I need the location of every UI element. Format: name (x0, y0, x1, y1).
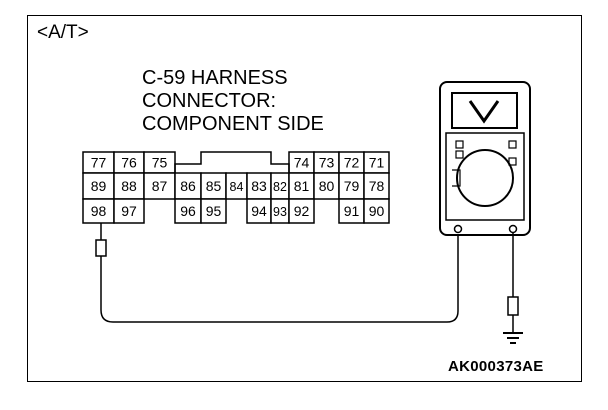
connector-title-line-2: CONNECTOR: (142, 90, 277, 112)
pin-cell (363, 198, 390, 224)
pin-cell (113, 198, 145, 224)
pin-number-label: 93 (273, 205, 287, 219)
voltmeter-v-icon (451, 92, 518, 129)
pin-number-label: 74 (294, 155, 310, 171)
ground-icon (503, 332, 523, 344)
diagram-frame (27, 15, 582, 382)
meter-terminal-v (508, 224, 518, 234)
connector-title-line-3: COMPONENT SIDE (142, 113, 324, 135)
pin-cell (113, 172, 145, 200)
pin-number-label: 79 (344, 178, 360, 194)
pin-cell (363, 172, 390, 200)
pin-number-label: 82 (273, 180, 287, 194)
harness-connector: 77 76 75 74 73 72 71 89 88 87 86 85 84 83 82 81 80 79 78 98… (82, 151, 390, 224)
pin-number-label: 98 (91, 203, 107, 219)
pin-number-label: 78 (369, 178, 385, 194)
pin-number-label: 91 (344, 203, 360, 219)
pin-cell (200, 198, 227, 224)
pin-number-label: 75 (152, 155, 168, 171)
pin-cell (288, 198, 315, 224)
pin-number-label: 86 (180, 178, 196, 194)
pin-cell (288, 172, 315, 200)
part-id-label: AK000373AE (448, 358, 544, 375)
section-tag: <A/T> (37, 22, 89, 43)
probe-lead (95, 223, 459, 323)
pin-number-label: 96 (180, 203, 196, 219)
meter-terminal-com (453, 224, 463, 234)
pin-number-label: 87 (152, 178, 168, 194)
pin-cell (246, 172, 272, 200)
pin-number-label: 71 (369, 155, 385, 171)
pin-number-label: 76 (121, 155, 137, 171)
multimeter (439, 81, 531, 236)
connector-title-line-1: C-59 HARNESS (142, 67, 288, 89)
pin-number-label: 81 (294, 178, 310, 194)
pin-number-label: 83 (251, 178, 267, 194)
ground-lead (503, 233, 523, 344)
connector-key-outline (174, 151, 290, 173)
pin-number-label: 73 (319, 155, 335, 171)
pin-number-label: 80 (319, 178, 335, 194)
pin-number-label: 72 (344, 155, 360, 171)
pin-number-label: 89 (91, 178, 107, 194)
pin-number-label: 97 (121, 203, 137, 219)
pin-number-label: 88 (121, 178, 137, 194)
pin-number-label: 90 (369, 203, 385, 219)
pin-number-label: 95 (206, 203, 222, 219)
pin-number-label: 84 (230, 180, 244, 194)
pin-number-label: 94 (251, 203, 267, 219)
pin-number-label: 92 (294, 203, 310, 219)
pin-number-label: 85 (206, 178, 222, 194)
pin-cell (174, 172, 202, 200)
pin-number-label: 77 (91, 155, 107, 171)
